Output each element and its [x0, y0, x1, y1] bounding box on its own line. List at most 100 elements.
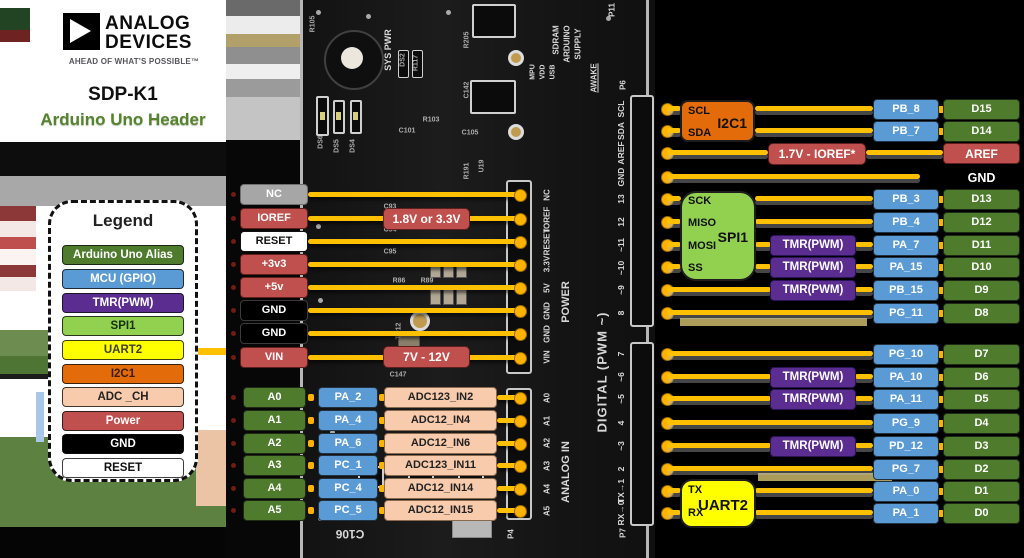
component-ref: DS6: [317, 135, 325, 149]
connector-nub: [938, 466, 944, 473]
wire: [497, 441, 519, 446]
alias-box: D0: [943, 503, 1020, 524]
connector-nub: [308, 394, 314, 401]
wire: [855, 396, 873, 401]
component-ref: DS2: [399, 53, 407, 67]
wire: [755, 128, 873, 133]
background-artifact: [226, 64, 300, 79]
connector-nub: [379, 507, 385, 514]
silkscreen-pin-label: AREF: [616, 141, 626, 165]
pin-box-3v3: +3v3: [240, 254, 308, 275]
silkscreen-pin-label: 4: [616, 420, 626, 426]
spi-pin-ss: SS: [688, 262, 703, 274]
silkscreen-pin-label: RESET: [542, 228, 552, 256]
connector-nub: [938, 106, 944, 113]
silkscreen-pin-label: 13: [616, 194, 626, 204]
wire-shadow: [680, 318, 867, 326]
silkscreen-pin-label: 7: [616, 351, 626, 357]
via: [606, 16, 611, 21]
adi-logo-block: ANALOG DEVICES AHEAD OF WHAT'S POSSIBLE™: [42, 8, 226, 93]
alias-box: D11: [943, 235, 1020, 256]
pin-contact: [231, 441, 236, 446]
pin-box-nc: NC: [240, 184, 308, 205]
annotation-ioref-voltage: 1.8V or 3.3V: [383, 208, 470, 230]
adi-triangle-icon: [70, 19, 91, 43]
connector-nub: [938, 351, 944, 358]
brand-line2: DEVICES: [105, 32, 192, 53]
connector-nub: [938, 420, 944, 427]
spi-pin-miso: MISO: [688, 217, 717, 229]
tmr-pwm-box: TMR(PWM): [770, 280, 856, 301]
silkscreen-pin-label: 3.3V: [542, 255, 552, 273]
silkscreen-connector-label: P6: [618, 80, 628, 90]
mcu-box: PA_0: [873, 481, 939, 502]
wire: [866, 150, 943, 155]
silkscreen-pin-label: ~3: [616, 441, 626, 451]
silkscreen-text: VDD: [539, 64, 547, 80]
connector-nub: [379, 462, 385, 469]
silkscreen-pin-label: 5V: [542, 283, 552, 293]
pin-contact: [231, 216, 236, 221]
component-ref: C94: [383, 226, 397, 234]
pin-contact: [231, 355, 236, 360]
mcu-box: PA_15: [873, 257, 939, 278]
background-artifact: [0, 8, 30, 30]
alias-box: D5: [943, 389, 1020, 410]
i2c-name: I2C1: [717, 115, 747, 131]
alias-box: D7: [943, 344, 1020, 365]
mcu-box: PB_3: [873, 189, 939, 210]
silkscreen-pin-label: TX→1: [616, 478, 626, 504]
connection-dot: [514, 259, 527, 272]
wire: [855, 242, 873, 247]
i2c-pin-sda: SDA: [688, 127, 712, 139]
digital-high-header-connector: [630, 95, 654, 327]
wire: [667, 242, 681, 247]
silkscreen-text: SDRAM: [551, 25, 561, 55]
pin-box-reset: RESET: [240, 231, 308, 252]
silkscreen-pin-label: GND: [616, 167, 626, 187]
analog-adc-box: ADC12_IN14: [384, 478, 497, 499]
connector-nub: [938, 264, 944, 271]
silkscreen-connector-label: P7: [618, 528, 628, 538]
component-ref: C95: [383, 248, 397, 256]
analog-adc-box: ADC123_IN11: [384, 455, 497, 476]
silkscreen-pin-label: SCL: [616, 100, 626, 118]
connector-nub: [938, 488, 944, 495]
test-point-pad: [508, 124, 524, 140]
alias-box: D15: [943, 99, 1020, 120]
silkscreen-text: SUPPLY: [573, 28, 583, 60]
alias-box: D9: [943, 280, 1020, 301]
silkscreen-pin-label: RX→0: [616, 500, 626, 526]
screw-hole-center: [341, 47, 363, 69]
led-glow: [336, 112, 341, 120]
wire: [308, 262, 520, 267]
spi-pin-sck: SCK: [688, 195, 712, 207]
background-artifact: [36, 392, 44, 442]
connector-nub: [938, 128, 944, 135]
silkscreen-pin-label: ~10: [616, 260, 626, 276]
via: [318, 298, 323, 303]
analog-mcu-box: PC_1: [318, 455, 378, 476]
connection-dot: [514, 392, 527, 405]
wire: [667, 351, 873, 356]
background-artifact: [0, 237, 36, 249]
mcu-box: PB_15: [873, 280, 939, 301]
pin-contact: [231, 395, 236, 400]
annotation-aref-voltage: 1.7V - IOREF*: [768, 143, 866, 165]
silkscreen-pin-label: 2: [616, 466, 626, 472]
component-ref: C147: [389, 371, 407, 379]
background-artifact: [0, 221, 36, 237]
wire: [497, 395, 519, 400]
component-ref: R103: [422, 116, 440, 124]
connection-dot: [514, 352, 527, 365]
connector-nub: [379, 440, 385, 447]
i2c1-box: SCL SDA I2C1: [680, 100, 755, 142]
silkscreen-pin-label: 12: [616, 217, 626, 227]
via: [446, 10, 451, 15]
mcu-box: PB_8: [873, 99, 939, 120]
via: [316, 10, 321, 15]
connector-nub: [938, 374, 944, 381]
background-artifact: [226, 97, 300, 140]
analog-alias-box: A1: [243, 410, 306, 431]
background-artifact: [198, 348, 228, 355]
